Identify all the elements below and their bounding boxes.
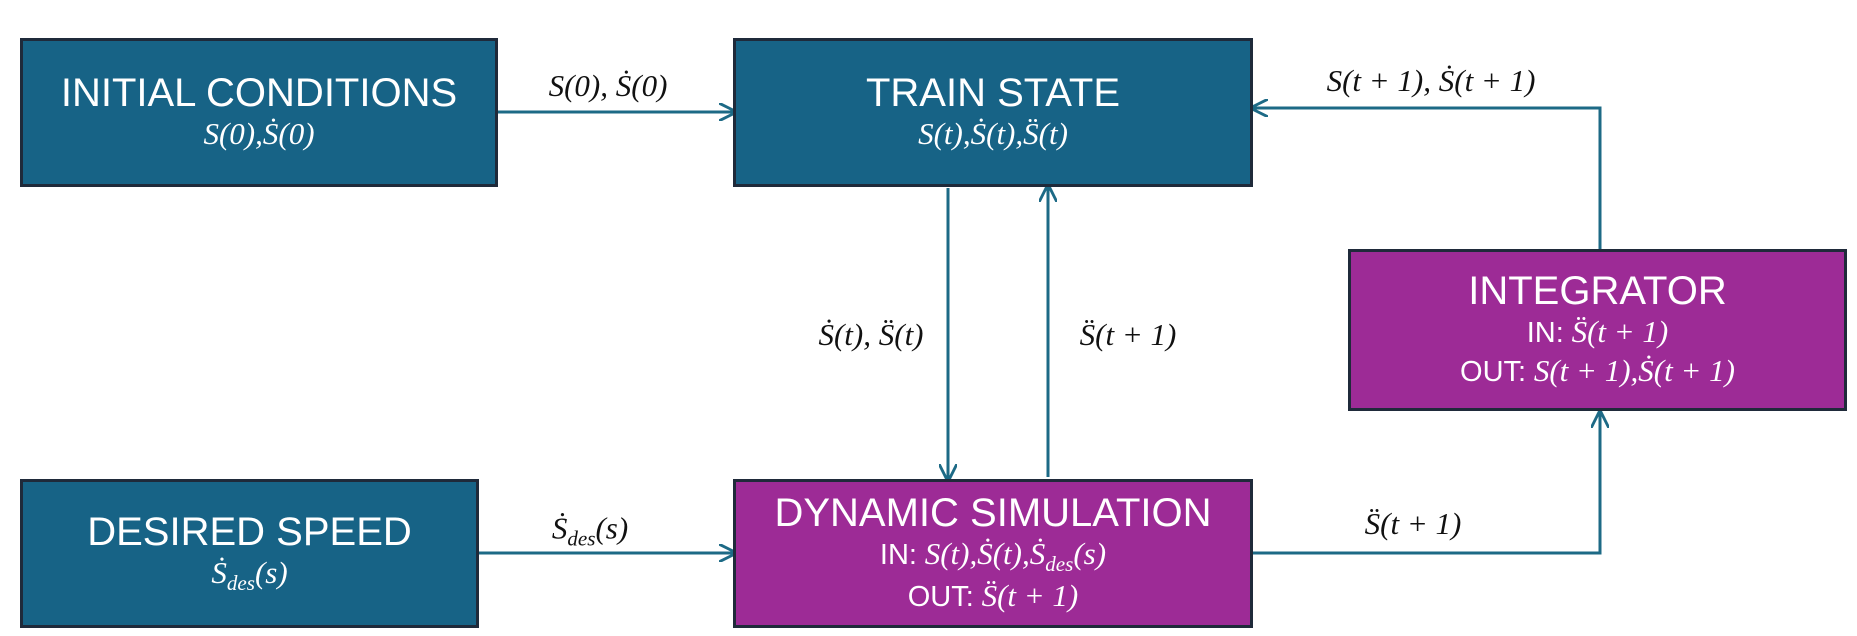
desired-speed-title: DESIRED SPEED [87, 510, 412, 555]
integrator-out-label: OUT: [1460, 356, 1527, 388]
dynamic-simulation-in-label: IN: [879, 538, 917, 571]
dynamic-simulation-box: DYNAMIC SIMULATION IN: S(t),Ṡ(t),Ṡdes(s)… [733, 479, 1253, 628]
edge-label-state-to-sim: Ṡ(t), S̈(t) [818, 317, 924, 352]
dynamic-simulation-inputs: IN: S(t),Ṡ(t),Ṡdes(s) [880, 535, 1106, 578]
arrow-integrator-to-state [1252, 108, 1602, 250]
edge-label-sim-to-integrator: S̈(t + 1) [1364, 506, 1462, 541]
dynamic-simulation-in-value: S(t),Ṡ(t),Ṡdes(s) [924, 535, 1107, 577]
dynamic-simulation-out-value: S̈(t + 1) [981, 578, 1079, 614]
integrator-box: INTEGRATOR IN: S̈(t + 1) OUT: S(t + 1),Ṡ… [1348, 249, 1847, 411]
integrator-title: INTEGRATOR [1468, 269, 1727, 314]
edge-label-integrator-to-state: S(t + 1), Ṡ(t + 1) [1326, 63, 1536, 98]
train-state-title: TRAIN STATE [865, 71, 1121, 116]
dynamic-simulation-outputs: OUT: S̈(t + 1) [908, 577, 1079, 616]
dynamic-simulation-title: DYNAMIC SIMULATION [774, 490, 1212, 535]
train-state-values: S(t),Ṡ(t),S̈(t) [918, 116, 1068, 152]
desired-speed-value: Ṡdes(s) [211, 555, 288, 596]
integrator-in-label: IN: [1526, 317, 1564, 350]
desired-speed-box: DESIRED SPEED Ṡdes(s) [20, 479, 479, 628]
edge-label-init-to-state: S(0), Ṡ(0) [548, 68, 668, 103]
train-state-box: TRAIN STATE S(t),Ṡ(t),S̈(t) [733, 38, 1253, 187]
integrator-inputs: IN: S̈(t + 1) [1527, 313, 1669, 352]
arrow-sim-to-integrator [1253, 412, 1600, 555]
integrator-outputs: OUT: S(t + 1),Ṡ(t + 1) [1460, 352, 1735, 391]
initial-conditions-values: S(0),Ṡ(0) [203, 116, 315, 152]
edge-label-desired-to-sim: Ṡdes(s) [551, 510, 629, 551]
dynamic-simulation-out-label: OUT: [907, 581, 974, 614]
edge-label-sim-to-state: S̈(t + 1) [1079, 317, 1177, 352]
initial-conditions-box: INITIAL CONDITIONS S(0),Ṡ(0) [20, 38, 498, 187]
integrator-out-value: S(t + 1),Ṡ(t + 1) [1533, 353, 1735, 388]
integrator-in-value: S̈(t + 1) [1571, 314, 1669, 350]
initial-conditions-title: INITIAL CONDITIONS [60, 71, 458, 116]
